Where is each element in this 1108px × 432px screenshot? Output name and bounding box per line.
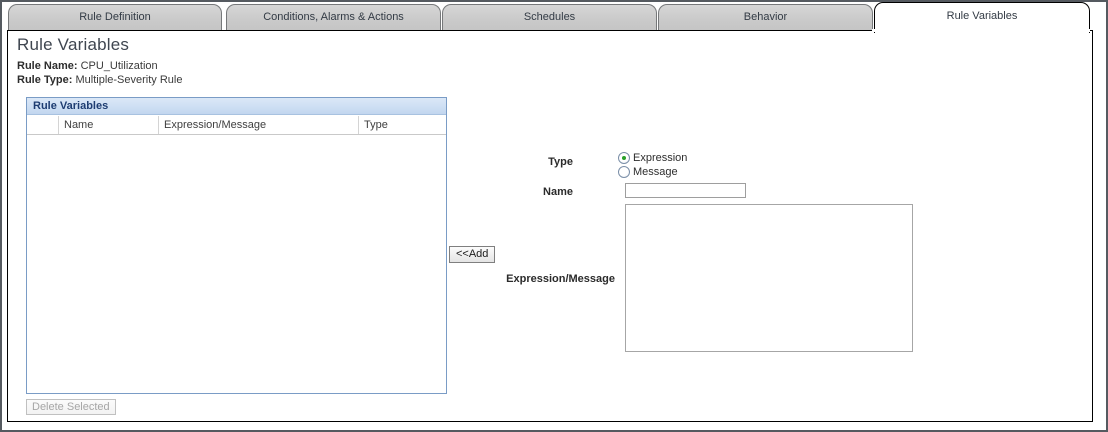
name-label: Name — [543, 186, 573, 198]
type-label: Type — [548, 156, 573, 168]
column-header-select[interactable] — [27, 116, 59, 134]
rule-type-value: Multiple-Severity Rule — [75, 74, 183, 86]
radio-message-icon[interactable] — [618, 166, 630, 178]
grid-body-empty — [27, 135, 446, 393]
grid-caption: Rule Variables — [27, 98, 446, 115]
delete-selected-button[interactable]: Delete Selected — [26, 399, 116, 415]
radio-message-label: Message — [633, 166, 678, 178]
column-header-type[interactable]: Type — [364, 119, 388, 131]
radio-option-expression[interactable]: Expression — [618, 152, 687, 164]
tab-rule-variables[interactable]: Rule Variables — [874, 2, 1090, 33]
expression-message-label: Expression/Message — [506, 273, 615, 285]
tab-rule-definition[interactable]: Rule Definition — [8, 4, 222, 32]
radio-expression-label: Expression — [633, 152, 688, 164]
rule-name-label: Rule Name: — [17, 60, 78, 72]
column-header-name[interactable]: Name — [59, 116, 159, 134]
rule-type-line: Rule Type: Multiple-Severity Rule — [17, 74, 182, 86]
tab-behavior[interactable]: Behavior — [658, 4, 873, 32]
content-panel: Rule Variables Rule Name: CPU_Utilizatio… — [7, 30, 1093, 422]
radio-option-message[interactable]: Message — [618, 166, 678, 178]
rule-name-value: CPU_Utilization — [80, 60, 158, 72]
tab-strip: Rule Definition Conditions, Alarms & Act… — [0, 0, 1108, 33]
radio-expression-icon[interactable] — [618, 152, 630, 164]
add-button[interactable]: <<Add — [449, 246, 496, 263]
expression-message-textarea[interactable] — [625, 204, 913, 352]
tab-schedules[interactable]: Schedules — [442, 4, 657, 32]
rule-variables-grid: Rule Variables Name Expression/Message T… — [26, 97, 447, 394]
rule-name-line: Rule Name: CPU_Utilization — [17, 60, 158, 72]
rule-type-label: Rule Type: — [17, 74, 73, 86]
name-input[interactable] — [625, 183, 746, 198]
column-header-expression-message[interactable]: Expression/Message — [159, 116, 359, 134]
active-tab-notch — [872, 29, 1090, 32]
tab-conditions-alarms-actions[interactable]: Conditions, Alarms & Actions — [226, 4, 441, 32]
grid-header-row: Name Expression/Message Type — [27, 116, 446, 135]
page-title: Rule Variables — [17, 35, 130, 54]
